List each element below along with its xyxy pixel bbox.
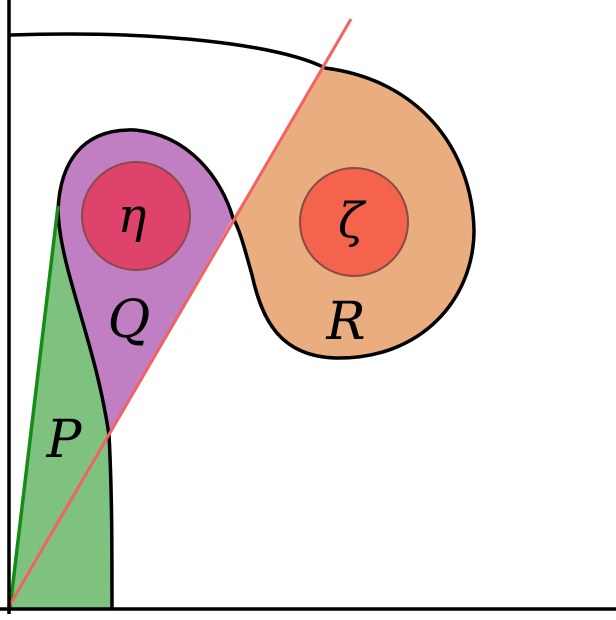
label-eta: η bbox=[118, 188, 147, 244]
label-p: P bbox=[46, 410, 83, 470]
green-line bbox=[8, 205, 60, 609]
disk-zeta bbox=[299, 167, 409, 277]
region-p bbox=[10, 210, 112, 608]
label-q: Q bbox=[108, 290, 151, 350]
outer-arc-curve bbox=[9, 32, 326, 70]
label-r: R bbox=[325, 292, 365, 352]
disk-eta bbox=[81, 161, 191, 271]
red-line bbox=[6, 18, 353, 609]
blob-outline-curve bbox=[56, 66, 476, 609]
label-zeta: ζ bbox=[338, 193, 367, 249]
